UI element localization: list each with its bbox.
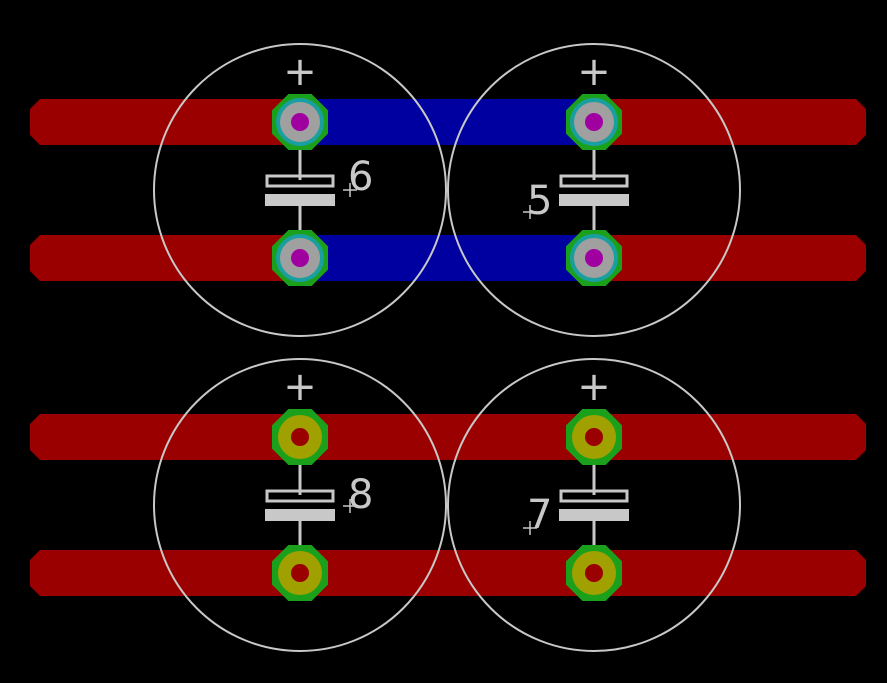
pad-drill [585, 113, 603, 131]
pad-7-2[interactable] [566, 545, 622, 601]
pad-5-2[interactable] [566, 230, 622, 286]
negative-plate [559, 194, 629, 206]
pad-drill [291, 249, 309, 267]
pad-drill [291, 428, 309, 446]
capacitor-5-outline [447, 43, 741, 337]
capacitor-6-outline [153, 43, 447, 337]
designator-label: 8 [348, 472, 373, 518]
pad-7-1[interactable] [566, 409, 622, 465]
negative-plate [265, 509, 335, 521]
pad-drill [585, 564, 603, 582]
capacitor-body-circle [447, 43, 741, 337]
trace-layer [30, 99, 866, 596]
negative-plate [265, 194, 335, 206]
pad-8-2[interactable] [272, 545, 328, 601]
designator-origin-cross [343, 499, 357, 513]
capacitor-body-circle [153, 358, 447, 652]
polarity-plus-mark: + [577, 364, 611, 410]
designator-origin-cross [343, 183, 357, 197]
capacitor-7-outline [447, 358, 741, 652]
capacitor-body-circle [153, 43, 447, 337]
designator-origin-cross [523, 205, 537, 219]
designator-label: 6 [348, 154, 373, 200]
pad-drill [585, 249, 603, 267]
positive-plate [265, 174, 335, 188]
pad-6-2[interactable] [272, 230, 328, 286]
silkscreen-layer [153, 43, 741, 652]
polarity-plus-mark: + [577, 49, 611, 95]
negative-plate [559, 509, 629, 521]
polarity-plus-mark: + [283, 364, 317, 410]
label-layer: +6 +5 +8 +7 [283, 49, 611, 538]
bottom-trace [30, 414, 866, 460]
pad-8-1[interactable] [272, 409, 328, 465]
capacitor-body-circle [447, 358, 741, 652]
pad-drill [585, 428, 603, 446]
top-trace [300, 235, 594, 281]
bottom-trace [30, 550, 866, 596]
pad-5-1[interactable] [566, 94, 622, 150]
positive-plate [559, 489, 629, 503]
designator-label: 7 [527, 492, 552, 538]
pad-layer [272, 94, 622, 601]
capacitor-8-outline [153, 358, 447, 652]
designator-origin-cross [523, 521, 537, 535]
pad-drill [291, 113, 309, 131]
pad-6-1[interactable] [272, 94, 328, 150]
top-trace [300, 99, 594, 145]
positive-plate [265, 489, 335, 503]
pad-drill [291, 564, 309, 582]
positive-plate [559, 174, 629, 188]
designator-label: 5 [527, 178, 552, 224]
polarity-plus-mark: + [283, 49, 317, 95]
